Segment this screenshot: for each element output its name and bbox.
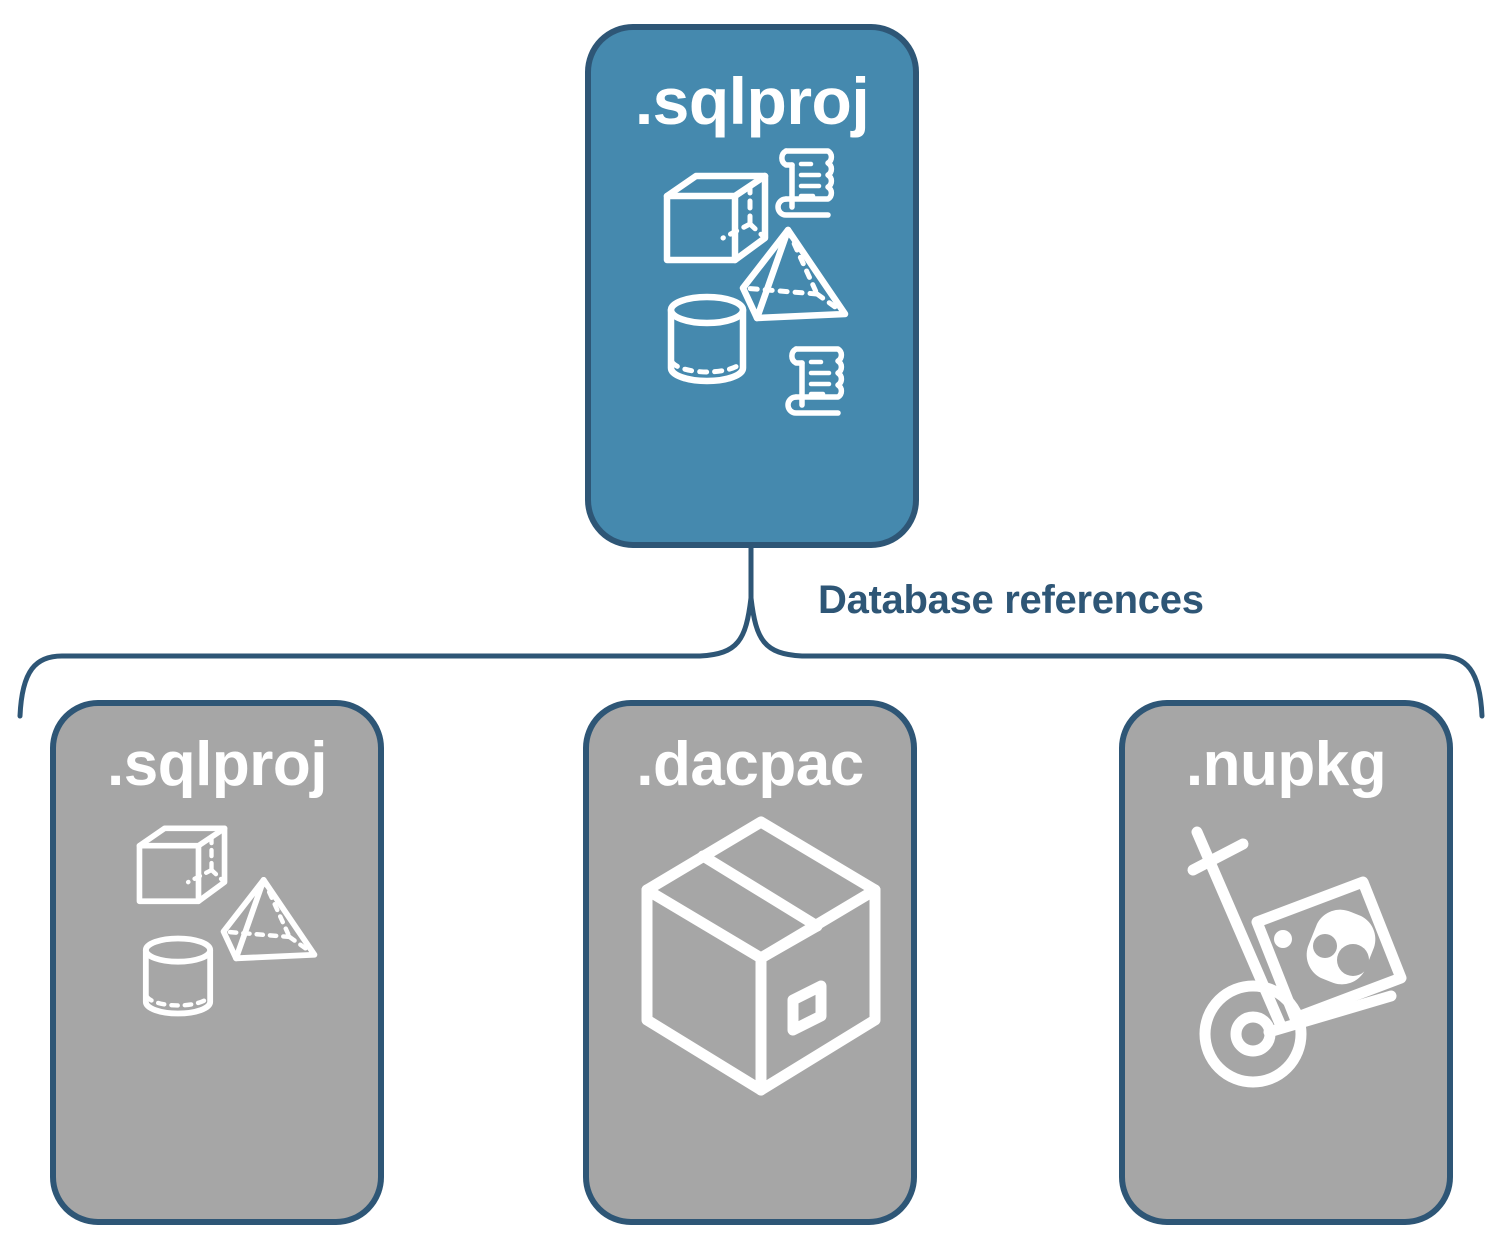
node-title: .nupkg [1185, 730, 1387, 799]
node-child-sqlproj[interactable]: .sqlproj [50, 700, 384, 1225]
child-nupkg-icon-group [1125, 796, 1447, 1219]
node-title: .sqlproj [107, 730, 327, 799]
child-dacpac-icon-group [589, 796, 911, 1219]
scroll-icon [785, 346, 845, 416]
cube-wireframe-icon [136, 825, 228, 905]
node-root-sqlproj[interactable]: .sqlproj [585, 24, 919, 548]
cube-wireframe-icon [663, 172, 769, 264]
node-title: .sqlproj [634, 64, 870, 138]
relationship-label: Database references [818, 578, 1204, 622]
child-sqlproj-icon-group [56, 796, 378, 1219]
scroll-icon [775, 148, 835, 218]
cylinder-wireframe-icon [667, 293, 747, 385]
package-box-icon [641, 816, 881, 1096]
root-icon-group [591, 144, 913, 444]
pyramid-wireframe-icon [220, 877, 318, 962]
cylinder-wireframe-icon [142, 935, 214, 1017]
database-references-brace [17, 545, 1485, 719]
node-title: .dacpac [636, 730, 864, 799]
hand-truck-package-icon [1187, 826, 1407, 1088]
node-child-nupkg[interactable]: .nupkg [1119, 700, 1453, 1225]
pyramid-wireframe-icon [739, 226, 849, 322]
node-child-dacpac[interactable]: .dacpac [583, 700, 917, 1225]
